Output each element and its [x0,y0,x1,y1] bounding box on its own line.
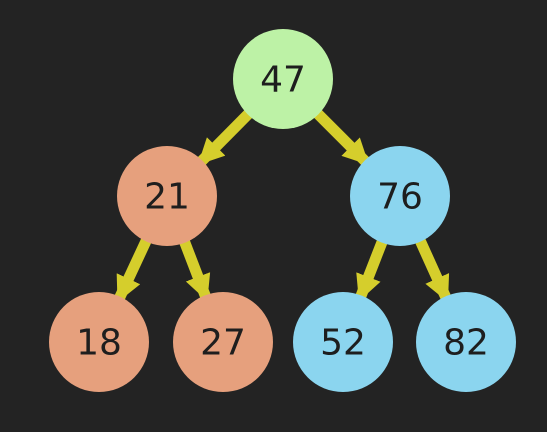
tree-node-label: 82 [443,323,489,364]
tree-node-label: 18 [76,323,122,364]
nodes-layer: 47 21 76 18 27 52 82 [49,29,516,392]
tree-node-label: 27 [200,323,246,364]
tree-edge-arrow [355,236,389,302]
tree-edge-arrow [311,107,370,166]
tree-node-circle [233,29,333,129]
tree-node-circle [350,146,450,246]
tree-node: 18 [49,292,149,392]
tree-node-label: 52 [320,323,366,364]
tree-edge-arrow [178,236,211,302]
tree-node-circle [293,292,393,392]
tree-node: 47 [233,29,333,129]
tree-node-circle [117,146,217,246]
edges-layer [114,107,451,303]
tree-edge-arrow [413,235,451,303]
tree-node: 21 [117,146,217,246]
tree-node: 52 [293,292,393,392]
tree-node-label: 47 [260,60,306,101]
tree-node-circle [416,292,516,392]
tree-node: 82 [416,292,516,392]
tree-node-circle [49,292,149,392]
tree-node-circle [173,292,273,392]
tree-node: 27 [173,292,273,392]
tree-node-label: 76 [377,177,423,218]
tree-node: 76 [350,146,450,246]
tree-node-label: 21 [144,177,190,218]
tree-edge-arrow [197,107,255,166]
tree-edge-arrow [114,235,153,303]
